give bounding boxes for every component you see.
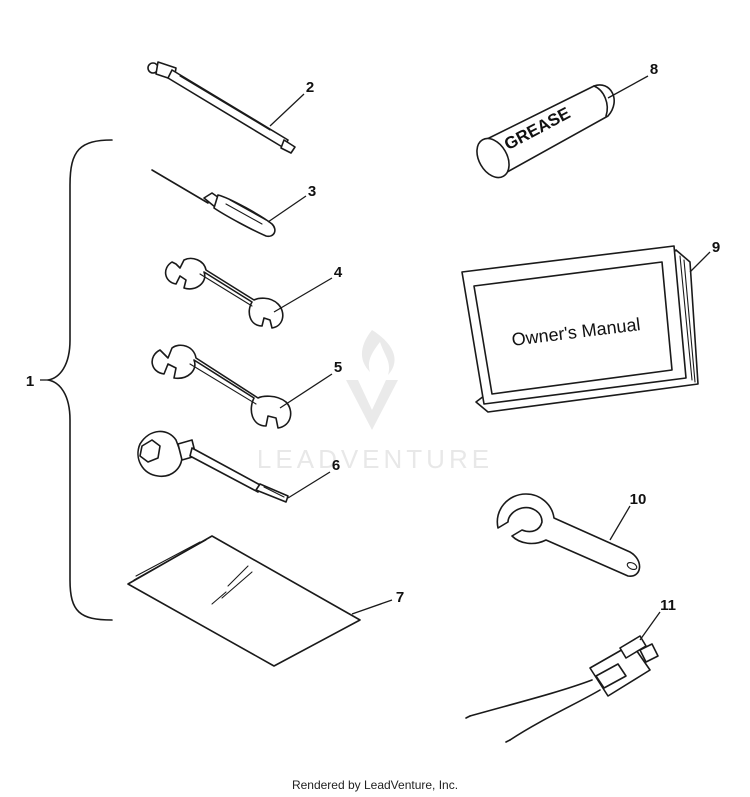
spark-plug-wrench-part — [137, 430, 289, 503]
spanner-wrench-part — [496, 493, 641, 577]
callout-3: 3 — [308, 183, 316, 200]
callout-9: 9 — [712, 239, 720, 256]
tire-pressure-gauge-part — [147, 61, 296, 154]
callout-7: 7 — [396, 589, 404, 606]
screwdriver-part — [151, 169, 276, 238]
owners-manual-part: Owner's Manual — [461, 245, 699, 413]
callout-4: 4 — [334, 264, 343, 281]
callout-5: 5 — [334, 359, 342, 376]
watermark-text: LEADVENTURE — [257, 444, 493, 474]
callout-2: 2 — [306, 79, 314, 96]
grease-tube-part: GREASE — [476, 84, 615, 179]
callout-6: 6 — [332, 457, 340, 474]
callout-1: 1 — [26, 373, 34, 390]
leadventure-watermark: LEADVENTURE — [257, 330, 493, 474]
callout-8: 8 — [650, 61, 658, 78]
kit-bracket — [47, 139, 113, 621]
wrench-small-part — [164, 257, 284, 329]
callout-11: 11 — [660, 597, 676, 614]
callout-numbers: 1 2 3 4 5 6 7 8 9 10 11 — [26, 61, 720, 614]
plastic-bag-part — [127, 535, 361, 667]
wrench-large-part — [151, 344, 292, 429]
wiring-harness-part — [465, 635, 659, 743]
callout-10: 10 — [630, 491, 647, 508]
footer-credit: Rendered by LeadVenture, Inc. — [291, 778, 459, 792]
leader-lines — [40, 75, 711, 641]
